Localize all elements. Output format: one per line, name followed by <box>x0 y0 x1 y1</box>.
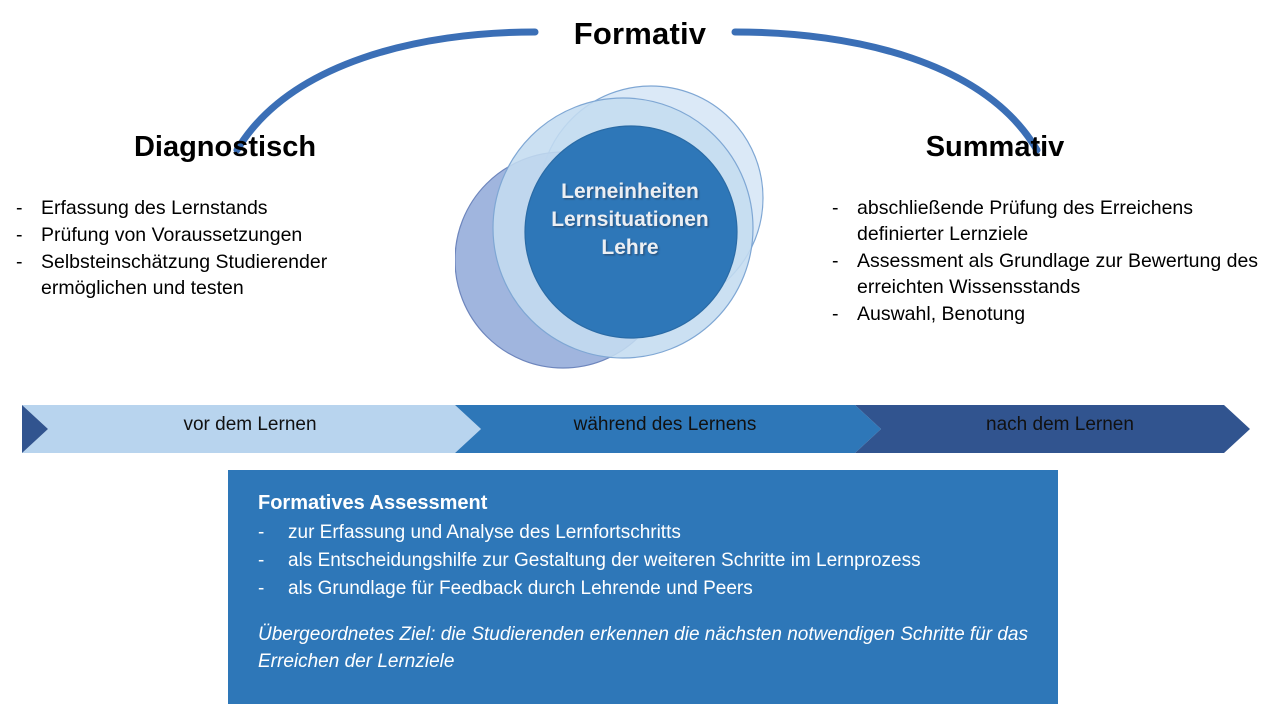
bullet-marker: - <box>258 549 265 571</box>
heading-summativ: Summativ <box>925 131 1065 163</box>
overlapping-circles-graphic <box>455 85 764 369</box>
timeline-segment-2 <box>455 405 881 453</box>
arc-right-segment <box>731 28 1041 154</box>
bullet-list-diagnostisch: - Erfassung des Lernstands - Prüfung von… <box>16 196 436 303</box>
list-item-label: Erfassung des Lernstands <box>41 197 268 219</box>
timeline-segment-1 <box>22 405 481 453</box>
formativ-arc <box>233 28 1041 154</box>
list-item-label: als Entscheidungshilfe zur Gestaltung de… <box>288 549 921 571</box>
bullet-marker: - <box>258 577 265 599</box>
heading-diagnostisch: Diagnostisch <box>133 131 317 163</box>
info-box-note: Übergeordnetes Ziel: die Studierenden er… <box>258 623 1029 672</box>
bullet-marker: - <box>16 250 23 273</box>
list-item-label: Assessment als Grundlage zur Bewertung d… <box>857 249 1259 298</box>
list-item: - als Grundlage für Feedback durch Lehre… <box>258 576 1028 603</box>
list-item: - Auswahl, Benotung <box>832 302 1270 328</box>
info-box-title: Formatives Assessment <box>258 492 488 514</box>
timeline-label-1: vor dem Lernen <box>183 414 317 435</box>
bullet-marker: - <box>16 197 23 219</box>
list-item: - als Entscheidungshilfe zur Gestaltung … <box>258 548 1028 575</box>
page-title-formativ: Formativ <box>573 16 707 51</box>
list-item-label: als Grundlage für Feedback durch Lehrend… <box>288 577 753 599</box>
bullet-marker: - <box>832 197 839 219</box>
list-item: - zur Erfassung und Analyse des Lernfort… <box>258 520 1028 547</box>
list-item-label: Auswahl, Benotung <box>857 302 1026 325</box>
arc-left-segment <box>233 28 539 154</box>
timeline-label-2: während des Lernens <box>573 414 757 435</box>
list-item-label: abschließende Prüfung des Erreichens def… <box>857 197 1194 245</box>
bullet-marker: - <box>258 522 265 543</box>
list-item: - Selbsteinschätzung Studierender ermögl… <box>16 250 436 302</box>
list-item-label: Selbsteinschätzung Studierender ermöglic… <box>41 250 328 299</box>
timeline-start-cap <box>22 405 48 453</box>
list-item-label: zur Erfassung und Analyse des Lernfortsc… <box>288 522 681 543</box>
circle-main <box>524 125 738 339</box>
timeline-segment-3 <box>855 405 1250 453</box>
timeline-chevron-bar <box>22 405 1250 453</box>
formatives-assessment-box: Formatives Assessment - zur Erfassung un… <box>228 470 1058 704</box>
list-item: - Erfassung des Lernstands <box>16 196 436 222</box>
bullet-list-summativ: - abschließende Prüfung des Erreichens d… <box>832 196 1270 329</box>
timeline-label-3: nach dem Lernen <box>986 414 1134 435</box>
list-item: - Prüfung von Voraussetzungen <box>16 223 436 249</box>
bullet-marker: - <box>832 249 839 272</box>
bullet-marker: - <box>16 223 23 246</box>
bullet-marker: - <box>832 302 839 325</box>
list-item: - Assessment als Grundlage zur Bewertung… <box>832 249 1270 301</box>
list-item-label: Prüfung von Voraussetzungen <box>41 223 303 246</box>
list-item: - abschließende Prüfung des Erreichens d… <box>832 196 1270 248</box>
